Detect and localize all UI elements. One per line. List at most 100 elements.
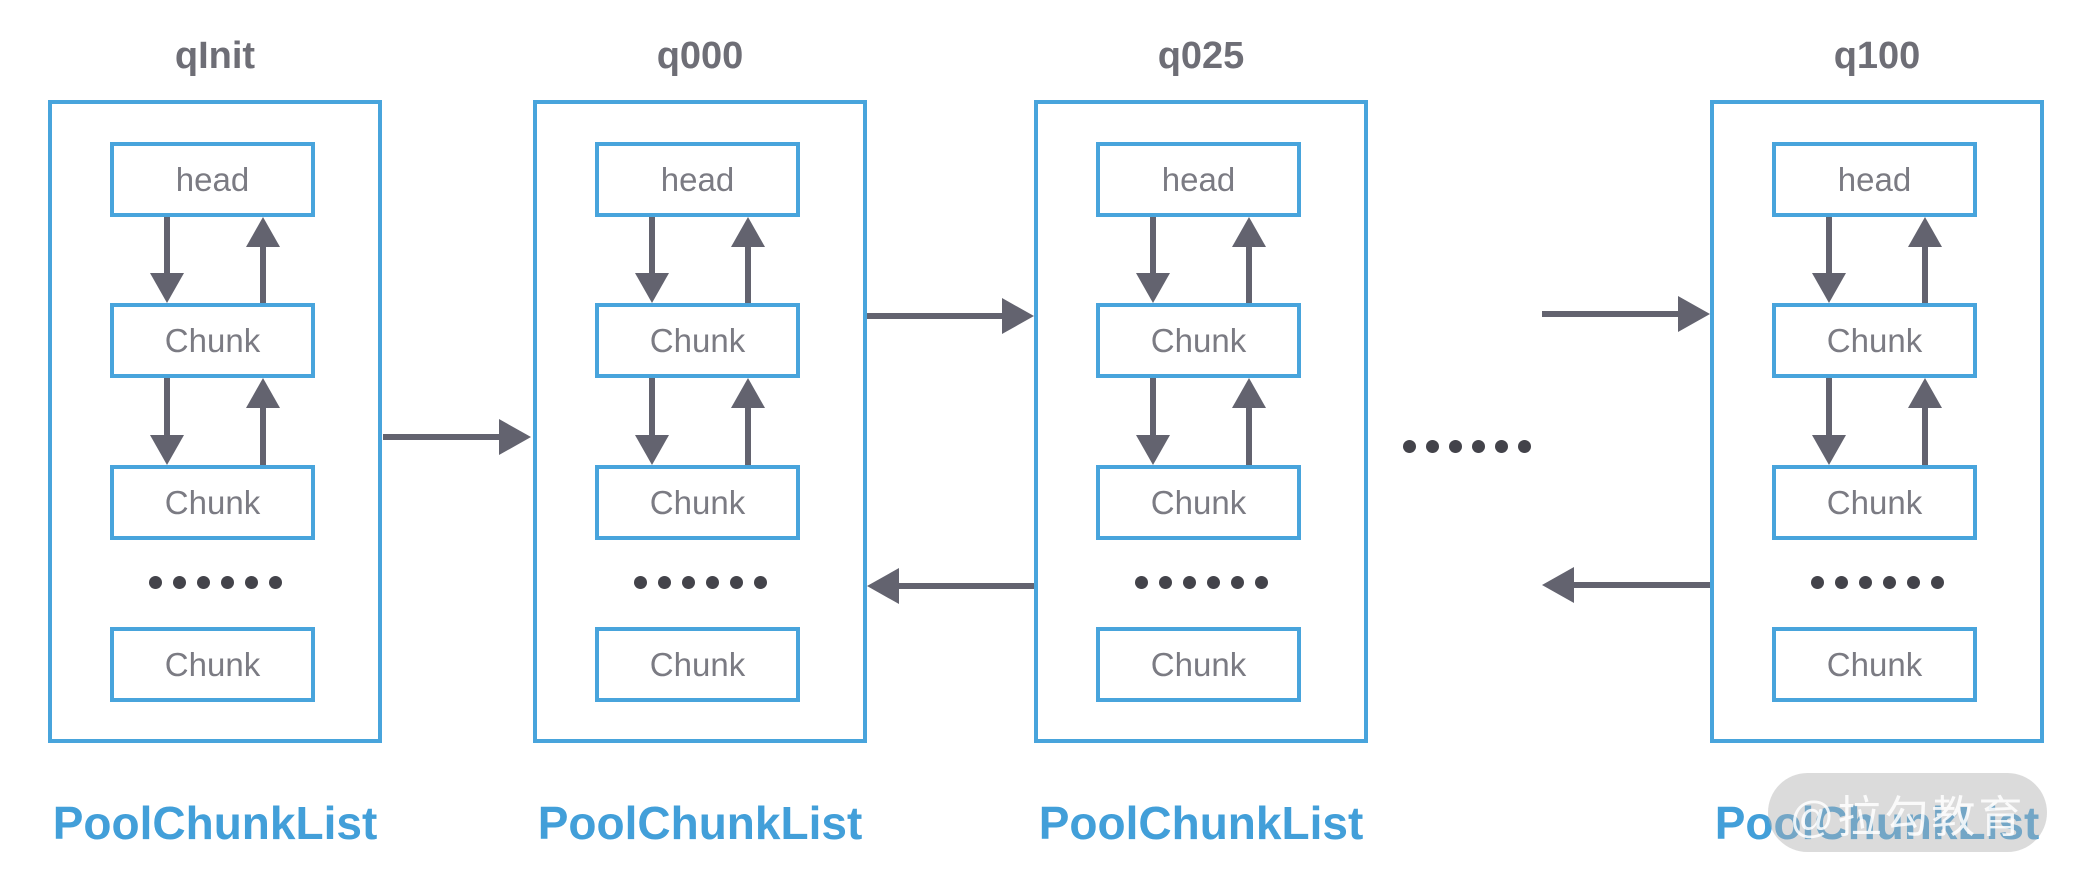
dot (173, 576, 186, 589)
arrow-head (1136, 273, 1170, 303)
arrow-down-icon (635, 217, 669, 303)
dot (682, 576, 695, 589)
ellipsis-dots (1811, 576, 1944, 589)
pool-chunk-list-label: PoolChunkList (1038, 797, 1364, 849)
arrow-shaft (1150, 217, 1156, 275)
arrow-shaft (1150, 378, 1156, 437)
arrow-shaft (1826, 217, 1832, 275)
arrow-down-icon (1812, 217, 1846, 303)
list-title-q100: q100 (1833, 35, 1921, 77)
arrow-up-icon (1908, 378, 1942, 465)
chunk-node: Chunk (595, 465, 800, 540)
arrow-shaft (1246, 245, 1252, 303)
pool-box-q100: head Chunk Chunk Chunk (1710, 100, 2044, 743)
dot (1207, 576, 1220, 589)
dot (1426, 440, 1439, 453)
head-node: head (1772, 142, 1977, 217)
dot (1183, 576, 1196, 589)
pool-chunk-list-label: PoolChunkList (537, 797, 863, 849)
arrow-head (1232, 217, 1266, 247)
list-title-q000: q000 (656, 35, 744, 77)
watermark-badge: @拉勾教育 (1768, 773, 2047, 852)
dot (1931, 576, 1944, 589)
dot (1159, 576, 1172, 589)
arrow-head (635, 435, 669, 465)
arrow-head (1136, 435, 1170, 465)
arrow-head (867, 568, 899, 604)
dot (1883, 576, 1896, 589)
dot (1835, 576, 1848, 589)
arrow-shaft (893, 583, 1034, 589)
chunk-node: Chunk (595, 303, 800, 378)
list-title-q025: q025 (1157, 35, 1245, 77)
dot (658, 576, 671, 589)
arrow-down-icon (1812, 378, 1846, 465)
arrow-left-icon (1542, 567, 1710, 603)
arrow-head (150, 273, 184, 303)
arrow-up-icon (246, 217, 280, 303)
ellipsis-dots (1135, 576, 1268, 589)
arrow-shaft (745, 245, 751, 303)
arrow-down-icon (150, 378, 184, 465)
ellipsis-dots (634, 576, 767, 589)
chunk-node: Chunk (1772, 465, 1977, 540)
arrow-head (1678, 296, 1710, 332)
head-node: head (110, 142, 315, 217)
dot (1255, 576, 1268, 589)
dot (1135, 576, 1148, 589)
arrow-head (1908, 217, 1942, 247)
chunk-node: Chunk (1096, 465, 1301, 540)
arrow-shaft (260, 245, 266, 303)
arrow-up-icon (1232, 378, 1266, 465)
arrow-shaft (745, 406, 751, 465)
arrow-shaft (1542, 311, 1684, 317)
arrow-head (1812, 273, 1846, 303)
dot (197, 576, 210, 589)
arrow-shaft (1922, 245, 1928, 303)
dot (245, 576, 258, 589)
dot (1472, 440, 1485, 453)
dot (1518, 440, 1531, 453)
chunk-node: Chunk (110, 303, 315, 378)
dot (269, 576, 282, 589)
chunk-node: Chunk (1096, 627, 1301, 702)
chunk-node: Chunk (595, 627, 800, 702)
head-node: head (595, 142, 800, 217)
arrow-down-icon (1136, 378, 1170, 465)
arrow-left-icon (867, 568, 1034, 604)
dot (221, 576, 234, 589)
arrow-head (731, 217, 765, 247)
pool-box-qinit: head Chunk Chunk Chunk (48, 100, 382, 743)
pool-chunk-list-label: PoolChunkList (52, 797, 378, 849)
dot (1403, 440, 1416, 453)
arrow-head (1232, 378, 1266, 408)
dot (1231, 576, 1244, 589)
dot (149, 576, 162, 589)
arrow-right-icon (867, 298, 1034, 334)
watermark-text: @拉勾教育 (1789, 792, 2026, 842)
chunk-node: Chunk (1772, 303, 1977, 378)
arrow-head (1812, 435, 1846, 465)
list-title-qinit: qInit (174, 35, 256, 77)
arrow-right-icon (383, 419, 531, 455)
arrow-head (1002, 298, 1034, 334)
arrow-up-icon (731, 378, 765, 465)
arrow-down-icon (635, 378, 669, 465)
dot (730, 576, 743, 589)
arrow-shaft (1922, 406, 1928, 465)
dot (1859, 576, 1872, 589)
ellipsis-dots (1403, 440, 1531, 453)
dot (706, 576, 719, 589)
arrow-up-icon (246, 378, 280, 465)
arrow-shaft (1246, 406, 1252, 465)
ellipsis-dots (149, 576, 282, 589)
dot (634, 576, 647, 589)
arrow-head (499, 419, 531, 455)
arrow-shaft (260, 406, 266, 465)
arrow-shaft (649, 378, 655, 437)
arrow-shaft (867, 313, 1008, 319)
chunk-node: Chunk (110, 627, 315, 702)
head-node: head (1096, 142, 1301, 217)
arrow-shaft (164, 217, 170, 275)
